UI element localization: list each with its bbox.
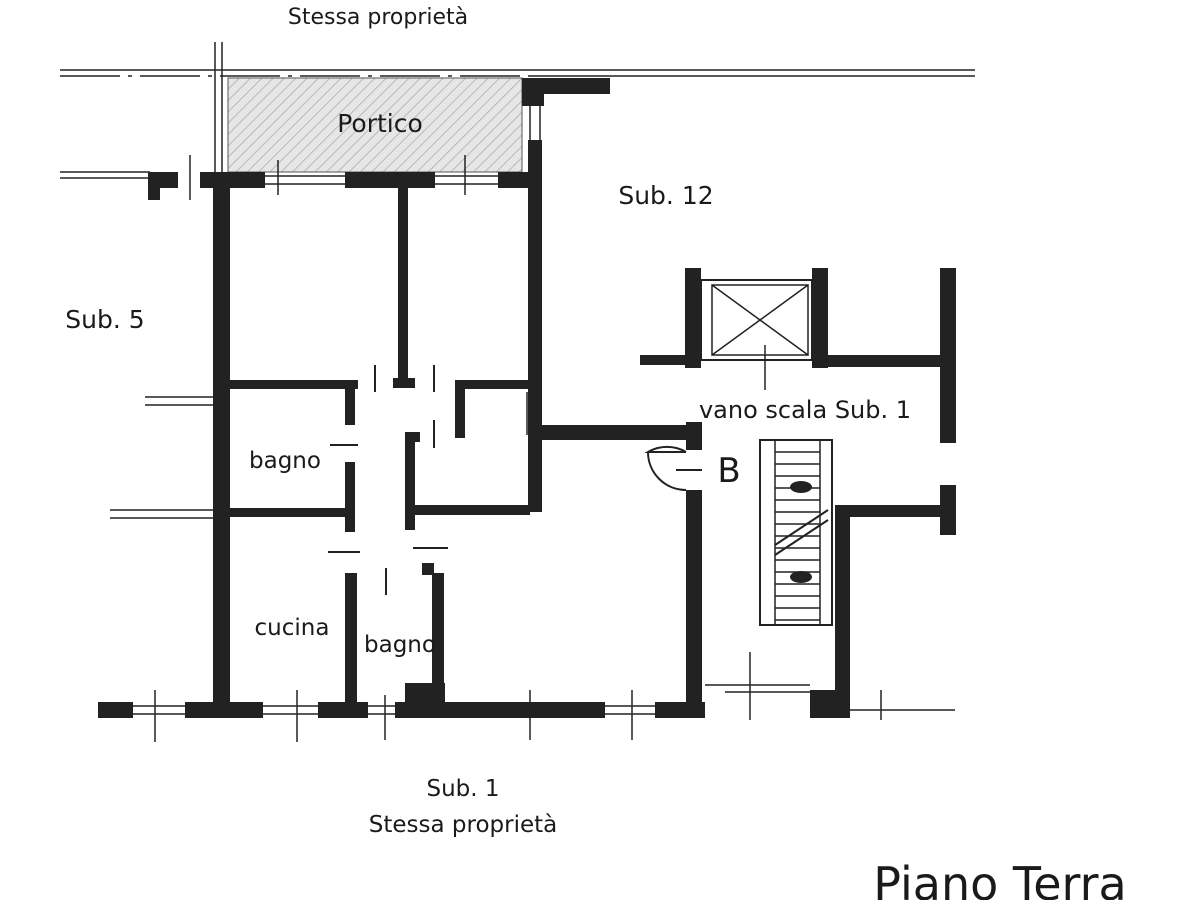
bottom-neighbor-label: Stessa proprietà — [369, 812, 557, 838]
floor-title: Piano Terra — [873, 857, 1126, 900]
windows — [110, 106, 955, 742]
lift-shaft — [700, 279, 813, 390]
bottom-sub-label: Sub. 1 — [426, 776, 499, 802]
sub5-label: Sub. 5 — [65, 305, 144, 334]
bagno-label: bagno — [249, 448, 321, 474]
portico-area — [227, 77, 523, 173]
sub12-label: Sub. 12 — [618, 181, 713, 210]
portico-label: Portico — [337, 109, 423, 138]
staircase — [759, 439, 833, 626]
top-neighbor-label: Stessa proprietà — [288, 5, 468, 30]
walls — [98, 78, 956, 718]
door-marks — [328, 365, 702, 595]
stair-label: vano scala Sub. 1 — [699, 396, 911, 424]
entrance-marker: B — [717, 451, 740, 491]
bagno2-label: bagno — [364, 632, 436, 658]
cucina-label: cucina — [255, 615, 330, 641]
top-boundary — [60, 42, 975, 190]
